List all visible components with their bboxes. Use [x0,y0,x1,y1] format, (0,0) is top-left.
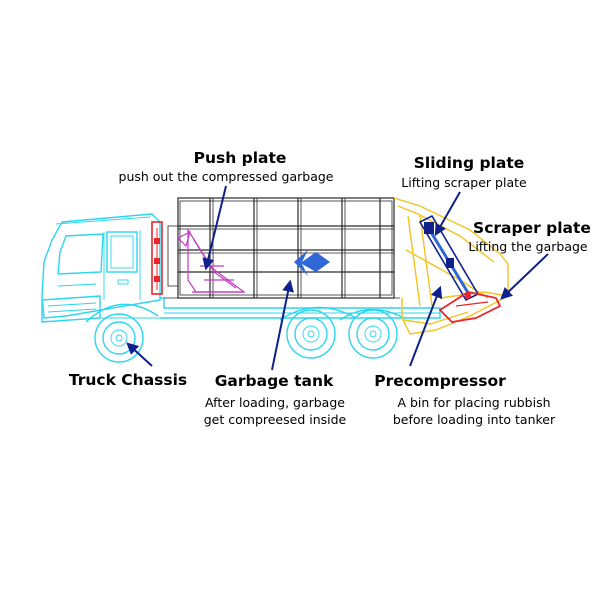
hydraulic-unit [151,221,163,295]
scraper-plate-mechanism [438,291,502,323]
chassis-frame [160,297,441,321]
label-precompressor: Precompressor A bin for placing rubbish … [374,372,556,427]
cab-window-side [106,231,138,273]
garbage-tank-title: Garbage tank [215,372,334,390]
label-garbage-tank: Garbage tank After loading, garbage get … [204,372,347,427]
sliding-plate-cylinder [418,214,480,302]
truck-chassis-title: Truck Chassis [69,371,187,389]
precompressor-title: Precompressor [374,372,506,390]
garbage-tank-desc-line1: After loading, garbage [205,395,345,410]
garbage-tank-arrow [271,279,294,371]
garbage-tank-body [167,197,395,299]
label-push-plate: Push plate push out the compressed garba… [119,149,334,184]
front-wheel [94,313,144,363]
sliding-plate-desc: Lifting scraper plate [401,175,527,190]
precompressor-arrow [409,285,443,367]
push-plate-mechanism [176,227,246,293]
garbage-tank-desc-line2: get compreesed inside [204,412,347,427]
precompressor-desc-line2: before loading into tanker [393,412,556,427]
push-plate-desc: push out the compressed garbage [119,169,334,184]
sliding-plate-arrow [434,191,461,237]
truck-chassis-arrow [126,342,153,367]
label-sliding-plate: Sliding plate Lifting scraper plate [401,154,527,190]
push-plate-arrow [202,185,227,271]
scraper-plate-title: Scraper plate [473,219,591,237]
garbage-flow-arrow [294,250,330,276]
label-scraper-plate: Scraper plate Lifting the garbage [468,219,591,254]
scraper-plate-desc: Lifting the garbage [468,239,588,254]
rear-wheel-2 [348,309,398,359]
rear-wheel-1 [286,309,336,359]
push-plate-title: Push plate [194,149,287,167]
label-truck-chassis: Truck Chassis [69,371,187,389]
precompressor-desc-line1: A bin for placing rubbish [397,395,550,410]
sliding-plate-title: Sliding plate [414,154,525,172]
truck-cab [41,213,161,323]
cab-window-front [57,233,104,275]
scraper-plate-arrow [500,253,549,300]
